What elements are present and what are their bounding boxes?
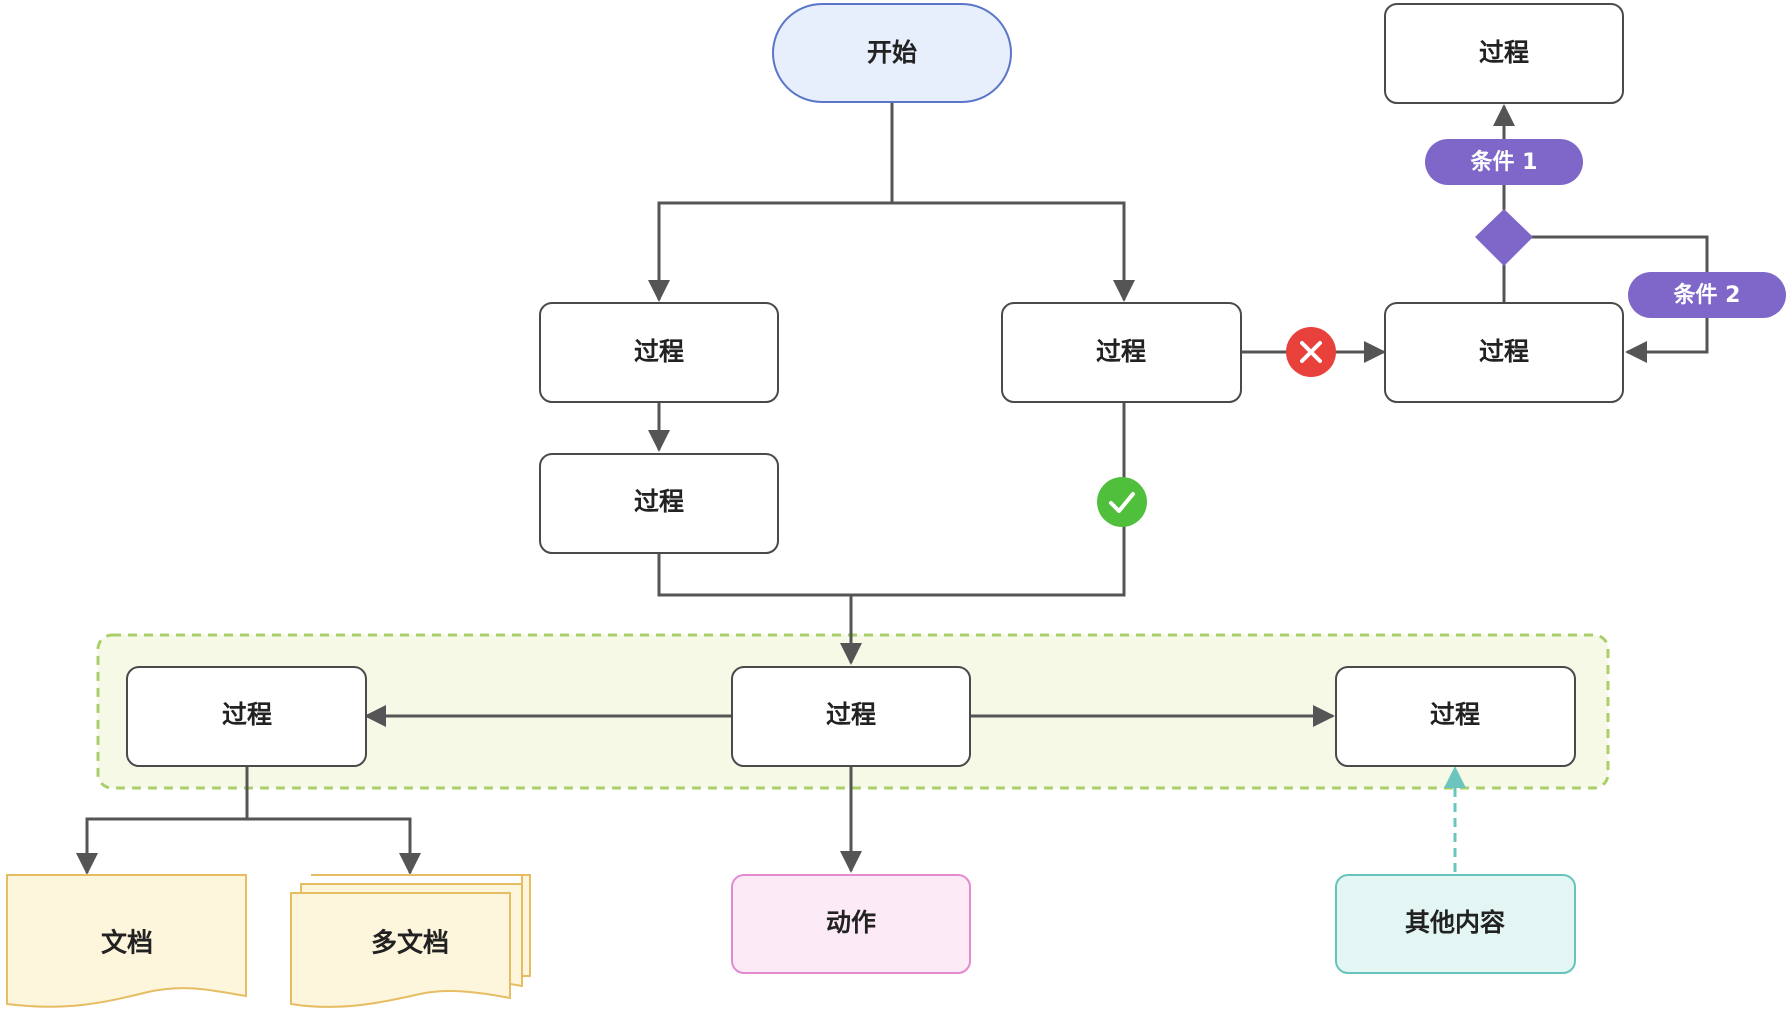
group-node-right-label: 过程: [1430, 700, 1480, 729]
start-node[interactable]: 开始: [772, 3, 1012, 103]
process-node-top-right-label: 过程: [1479, 38, 1529, 67]
other-content-node[interactable]: 其他内容: [1335, 874, 1576, 974]
check-icon: [1097, 477, 1147, 527]
process-node-left-1[interactable]: 过程: [539, 302, 779, 403]
multi-document-node-label: 多文档: [371, 928, 449, 959]
cross-icon: [1286, 327, 1336, 377]
process-node-left-1-label: 过程: [634, 337, 684, 366]
document-node[interactable]: 文档: [6, 874, 247, 1008]
document-node-label: 文档: [101, 928, 153, 959]
other-content-node-label: 其他内容: [1405, 908, 1505, 937]
process-node-far-right-label: 过程: [1479, 337, 1529, 366]
action-node-label: 动作: [826, 908, 876, 937]
connector-split-document: [76, 817, 247, 875]
decision-diamond[interactable]: [1475, 209, 1533, 266]
group-node-right[interactable]: 过程: [1335, 666, 1576, 767]
condition-pill-2[interactable]: 条件 2: [1628, 272, 1786, 318]
group-node-center-label: 过程: [826, 700, 876, 729]
condition-pill-1[interactable]: 条件 1: [1425, 139, 1583, 185]
start-node-label: 开始: [867, 38, 917, 67]
process-node-left-2[interactable]: 过程: [539, 453, 779, 554]
action-node[interactable]: 动作: [731, 874, 971, 974]
group-node-center[interactable]: 过程: [731, 666, 971, 767]
condition-pill-1-label: 条件 1: [1470, 149, 1538, 175]
connector-left2-merge: [657, 554, 851, 597]
connector-split-multidoc: [247, 817, 421, 875]
process-node-left-2-label: 过程: [634, 487, 684, 516]
multi-document-node[interactable]: 多文档: [290, 874, 531, 1008]
connector-right1-merge: [851, 403, 1126, 597]
connector-split-right: [892, 201, 1135, 302]
process-node-far-right[interactable]: 过程: [1384, 302, 1624, 403]
connector-split-left: [648, 201, 892, 302]
group-node-left[interactable]: 过程: [126, 666, 367, 767]
process-node-right-1[interactable]: 过程: [1001, 302, 1242, 403]
process-node-top-right[interactable]: 过程: [1384, 3, 1624, 104]
group-node-left-label: 过程: [222, 700, 272, 729]
condition-pill-2-label: 条件 2: [1673, 282, 1741, 308]
process-node-right-1-label: 过程: [1096, 337, 1146, 366]
